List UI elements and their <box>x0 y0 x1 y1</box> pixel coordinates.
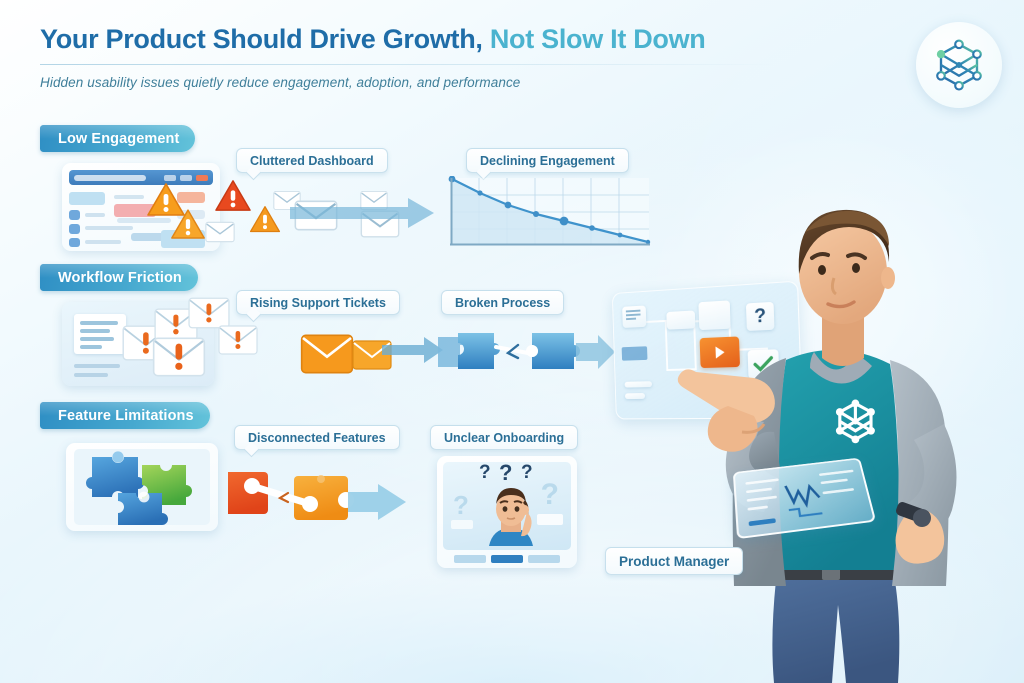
disconnected-features-connector-icon <box>228 472 406 520</box>
product-manager-illustration <box>677 209 957 683</box>
warning-triangle-icon <box>249 206 281 233</box>
callout-cluttered-dashboard: Cluttered Dashboard <box>236 148 388 173</box>
question-mark: ? <box>479 462 491 483</box>
envelope-alert-icon <box>218 325 258 355</box>
content-block <box>114 195 144 199</box>
callout-label: Product Manager <box>619 553 730 569</box>
window-control <box>164 174 176 181</box>
chart-axes <box>450 178 650 246</box>
question-mark: ? <box>499 462 513 485</box>
progress-segment <box>454 554 486 563</box>
callout-label: Cluttered Dashboard <box>250 153 374 168</box>
callout-broken-process: Broken Process <box>441 290 565 315</box>
chart-area-fill <box>452 179 648 244</box>
callout-label: Broken Process <box>455 295 551 310</box>
envelope-alert-icon <box>152 337 206 377</box>
header: Your Product Should Drive Growth, Not Sl… <box>40 24 800 90</box>
question-mark-ghost: ? <box>453 490 469 520</box>
title-divider <box>40 64 775 65</box>
envelope-alert-filled-icon <box>300 334 354 374</box>
puzzle-piece-group-icon <box>74 449 210 525</box>
network-nodes-logo-icon <box>936 39 982 91</box>
content-block <box>131 233 171 241</box>
content-block <box>69 238 80 247</box>
envelope-alert-icon <box>188 297 230 329</box>
warning-triangle-icon <box>215 180 251 211</box>
window-control <box>180 174 192 181</box>
envelope-icon <box>360 190 388 211</box>
content-block <box>114 204 156 217</box>
callout-unclear-onboarding: Unclear Onboarding <box>430 425 579 450</box>
chart-line <box>451 178 649 244</box>
onboarding-progress <box>443 554 571 563</box>
envelope-icon <box>273 190 301 211</box>
page-title-primary: Your Product Should Drive Growth, <box>40 24 483 54</box>
broken-process-puzzle-icon <box>438 333 615 369</box>
engagement-line-chart <box>448 176 651 246</box>
question-mark: ? <box>521 462 533 483</box>
onboarding-mockup-card: ? ? ? ? ? <box>437 456 577 568</box>
address-bar <box>74 174 146 181</box>
page-title-secondary: Not Slow It Down <box>482 24 706 54</box>
content-block <box>85 240 121 244</box>
progress-segment-active <box>491 554 523 563</box>
section-badge-workflow-friction: Workflow Friction <box>40 264 198 291</box>
confused-person-avatar <box>489 488 533 546</box>
envelope-icon <box>205 221 235 243</box>
section-badge-label: Low Engagement <box>58 130 180 147</box>
callout-label: Rising Support Tickets <box>250 295 386 310</box>
network-nodes-logo-icon-shirt <box>835 399 875 444</box>
arrow-right-icon <box>382 337 443 363</box>
warning-triangle-icon <box>147 183 185 216</box>
section-badge-feature-limitations: Feature Limitations <box>40 402 210 429</box>
content-block <box>85 226 133 230</box>
dashboard-titlebar <box>69 170 213 185</box>
pointing-hand <box>677 369 775 452</box>
callout-label: Declining Engagement <box>480 153 615 168</box>
page-title: Your Product Should Drive Growth, Not Sl… <box>40 24 800 55</box>
section-badge-label: Feature Limitations <box>58 407 194 424</box>
callout-disconnected-features: Disconnected Features <box>234 425 400 450</box>
content-block <box>451 520 473 529</box>
question-mark-ghost: ? <box>540 478 559 511</box>
section-badge-label: Workflow Friction <box>58 269 182 286</box>
content-block <box>117 218 171 223</box>
tablet-chart-icon <box>783 477 829 522</box>
content-block <box>177 192 205 203</box>
puzzle-pieces-card <box>66 443 218 531</box>
document-sheet <box>74 314 126 354</box>
window-close-control <box>196 174 208 181</box>
head <box>798 209 895 324</box>
callout-label: Unclear Onboarding <box>444 430 565 445</box>
brand-logo-badge <box>916 22 1002 108</box>
content-block <box>69 210 80 220</box>
content-block <box>537 514 563 525</box>
callout-label: Disconnected Features <box>248 430 386 445</box>
progress-segment <box>528 554 560 563</box>
warning-triangle-icon <box>171 209 205 239</box>
content-block <box>85 213 105 217</box>
content-block <box>69 224 80 234</box>
callout-product-manager: Product Manager <box>605 547 744 575</box>
onboarding-screen: ? ? ? ? ? <box>443 462 571 550</box>
arrow-right-icon <box>290 198 434 228</box>
section-badge-low-engagement: Low Engagement <box>40 125 196 152</box>
callout-declining-engagement: Declining Engagement <box>466 148 629 173</box>
content-block <box>69 192 105 205</box>
page-subtitle: Hidden usability issues quietly reduce e… <box>40 75 521 90</box>
callout-rising-support-tickets: Rising Support Tickets <box>236 290 400 315</box>
